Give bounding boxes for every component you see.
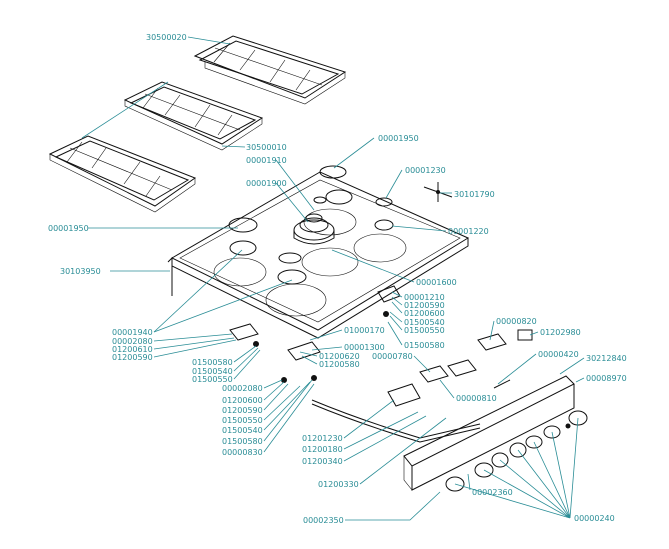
label-00001220: 00001220 [448, 227, 489, 236]
label-01500580-a: 01500580 [404, 341, 445, 350]
label-01201230: 01201230 [302, 434, 343, 443]
label-00000810: 00000810 [456, 394, 497, 403]
label-00001600: 00001600 [416, 278, 457, 287]
label-00001900: 00001900 [246, 179, 287, 188]
label-00001950-top: 00001950 [378, 134, 419, 143]
label-01200600-a: 01200600 [404, 309, 445, 318]
label-00001950-left: 00001950 [48, 224, 89, 233]
label-00002080-b: 00002080 [222, 384, 263, 393]
label-01500540-b: 01500540 [192, 367, 233, 376]
label-30500010: 30500010 [246, 143, 287, 152]
label-01200600-b: 01200600 [222, 396, 263, 405]
label-01200340: 01200340 [302, 457, 343, 466]
label-00000240: 00000240 [574, 514, 615, 523]
label-01500580-c: 01500580 [222, 437, 263, 446]
label-01500550-b: 01500550 [192, 375, 233, 384]
label-01500580-b: 01500580 [192, 358, 233, 367]
control-panel [403, 375, 588, 492]
leader-lines [81, 36, 585, 521]
label-00000420: 00000420 [538, 350, 579, 359]
label-01200180: 01200180 [302, 445, 343, 454]
label-00000830: 00000830 [222, 448, 263, 457]
label-30212840: 30212840 [586, 354, 627, 363]
part-labels: 30500020 30500010 00001950 00001910 0000… [48, 33, 627, 525]
label-01200590-b: 01200590 [112, 353, 153, 362]
label-30101790: 30101790 [454, 190, 495, 199]
label-00002350: 00002350 [303, 516, 344, 525]
label-01500550-a: 01500550 [404, 326, 445, 335]
label-01500540-c: 01500540 [222, 426, 263, 435]
label-30500020: 30500020 [146, 33, 187, 42]
label-01500550-c: 01500550 [222, 416, 263, 425]
burner-spider [423, 182, 453, 202]
grate-top [193, 35, 347, 105]
label-00001940: 00001940 [112, 328, 153, 337]
label-01200610: 01200610 [112, 345, 153, 354]
label-01000170: 01000170 [344, 326, 385, 335]
label-00000820: 00000820 [496, 317, 537, 326]
label-00001210: 00001210 [404, 293, 445, 302]
label-01202980: 01202980 [540, 328, 581, 337]
label-00002360: 00002360 [472, 488, 513, 497]
label-00008970: 00008970 [586, 374, 627, 383]
label-00001300: 00001300 [344, 343, 385, 352]
label-30103950: 30103950 [60, 267, 101, 276]
label-01200330: 01200330 [318, 480, 359, 489]
side-strip [167, 256, 173, 296]
grate-left [48, 135, 197, 213]
grate-middle [123, 81, 264, 151]
label-00001910: 00001910 [246, 156, 287, 165]
label-00000780: 00000780 [372, 352, 413, 361]
label-00002080-a: 00002080 [112, 337, 153, 346]
label-00001230: 00001230 [405, 166, 446, 175]
label-01200590-c: 01200590 [222, 406, 263, 415]
label-01200580: 01200580 [319, 360, 360, 369]
label-01200590-a: 01200590 [404, 301, 445, 310]
label-01200620: 01200620 [319, 352, 360, 361]
label-01500540-a: 01500540 [404, 318, 445, 327]
